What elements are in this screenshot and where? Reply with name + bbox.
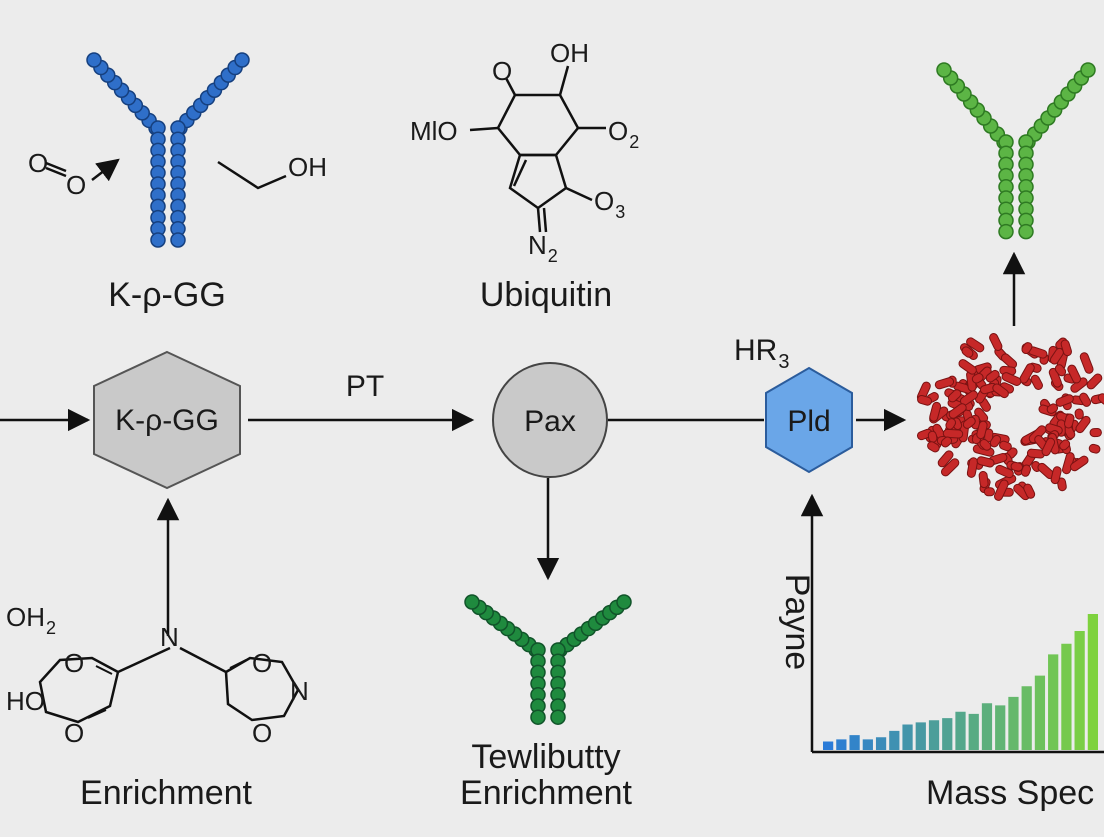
chart-bar bbox=[863, 739, 873, 750]
chem-atom-oh: OH bbox=[550, 38, 589, 68]
chart-bar bbox=[1088, 614, 1098, 750]
antibody-icon bbox=[465, 595, 631, 724]
chem-atom-oh2: OH2 bbox=[6, 602, 56, 638]
chart-bar bbox=[889, 731, 899, 750]
caption-tewlibutty: Tewlibutty bbox=[471, 738, 620, 776]
chem-atom-o: O bbox=[28, 148, 48, 178]
chem-atom-n2: N2 bbox=[528, 230, 558, 266]
chart-bar bbox=[1075, 631, 1085, 750]
protein-cluster-icon bbox=[916, 332, 1104, 501]
chart-bar bbox=[916, 722, 926, 750]
chart-bar bbox=[955, 712, 965, 750]
chem-atom-n: N bbox=[290, 676, 309, 706]
chem-atom-o: O bbox=[252, 718, 272, 748]
caption-kpgg: K-ρ-GG bbox=[108, 276, 226, 314]
chem-atom-o: O bbox=[64, 648, 84, 678]
antibody-icon bbox=[87, 53, 249, 247]
chem-bottom-left-structure: OH2 N O HO O O N O bbox=[6, 602, 309, 748]
caption-mass-spec: Mass Spec bbox=[926, 774, 1094, 812]
chart-bar bbox=[929, 720, 939, 750]
chart-bar bbox=[1035, 676, 1045, 750]
chem-atom-n: N bbox=[160, 622, 179, 652]
chart-bar bbox=[1061, 644, 1071, 750]
chart-bar bbox=[876, 737, 886, 750]
chem-atom-oh: OH bbox=[288, 152, 327, 182]
chart-bar bbox=[1048, 654, 1058, 750]
chem-atom-o: O bbox=[492, 56, 512, 86]
chem-atom-mio: MlO bbox=[410, 116, 458, 146]
caption-enrichment: Enrichment bbox=[80, 774, 253, 812]
chem-ubiquitin-structure: O OH MlO O2 O3 N2 bbox=[410, 38, 639, 266]
node-hexagon-pld-label: Pld bbox=[787, 405, 830, 438]
chart-bar bbox=[823, 742, 833, 751]
mass-spec-bar-chart: Payne bbox=[778, 574, 1104, 752]
chart-bar bbox=[969, 714, 979, 750]
node-circle-pax-label: Pax bbox=[524, 405, 576, 438]
chart-bar bbox=[1008, 697, 1018, 750]
caption-ubiquitin: Ubiquitin bbox=[480, 276, 612, 314]
chart-bar bbox=[942, 718, 952, 750]
chem-atom-ho: HO bbox=[6, 686, 45, 716]
chart-y-axis-label: Payne bbox=[778, 574, 816, 670]
chart-bar bbox=[849, 735, 859, 750]
chart-bar bbox=[1022, 686, 1032, 750]
caption-enrichment-2: Enrichment bbox=[460, 774, 633, 812]
chem-atom-o: O bbox=[252, 648, 272, 678]
chart-bar bbox=[995, 705, 1005, 750]
chart-bar bbox=[982, 703, 992, 750]
chem-atom-o3: O3 bbox=[594, 186, 625, 222]
chem-atom-o2: O2 bbox=[608, 116, 639, 152]
chart-bar bbox=[902, 725, 912, 751]
label-hr3: HR3 bbox=[734, 334, 789, 373]
chem-atom-o: O bbox=[66, 170, 86, 200]
chem-atom-o: O bbox=[64, 718, 84, 748]
chart-bar bbox=[836, 739, 846, 750]
arrow-label-pt: PT bbox=[346, 370, 384, 403]
node-hexagon-kpgg-label: K-ρ-GG bbox=[115, 404, 219, 437]
antibody-icon bbox=[937, 63, 1095, 239]
